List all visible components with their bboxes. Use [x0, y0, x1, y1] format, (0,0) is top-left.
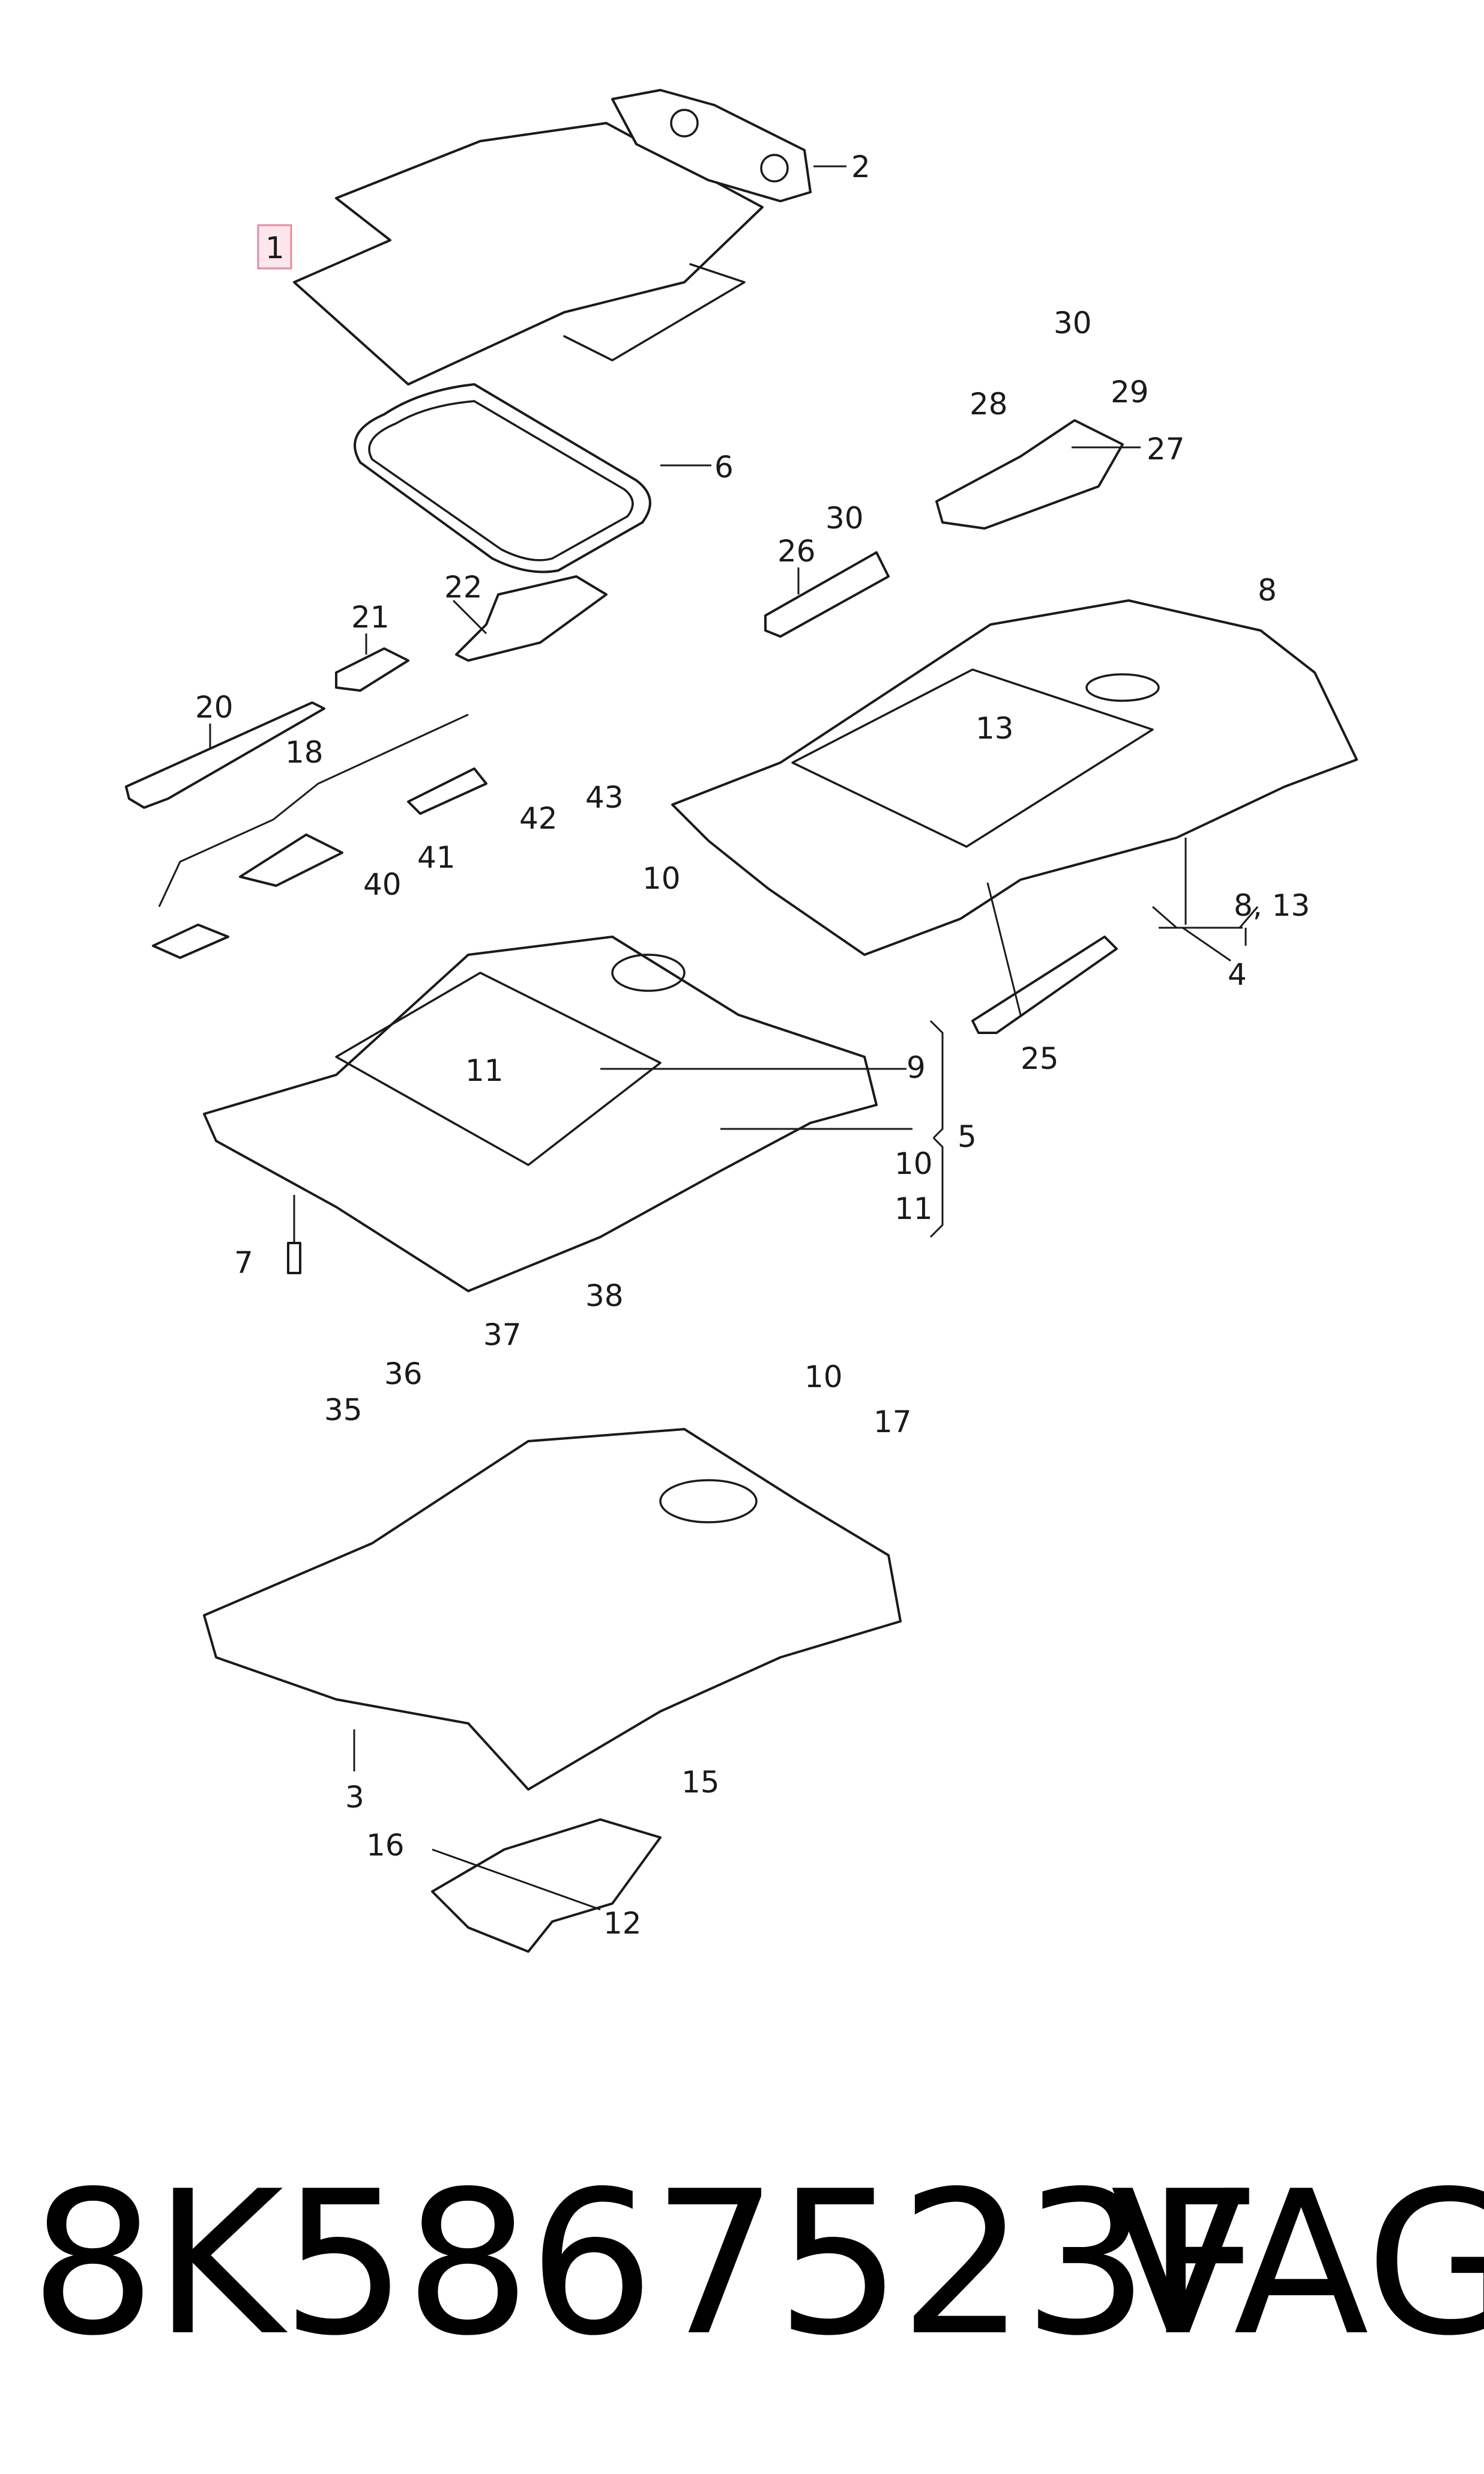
callout-8-13: 8, 13: [1234, 888, 1310, 923]
callout-25: 25: [1021, 1041, 1059, 1076]
callout-27: 27: [1147, 432, 1185, 467]
callout-16: 16: [366, 1828, 405, 1863]
callout-41: 41: [417, 840, 456, 875]
callout-10a: 10: [642, 861, 681, 896]
callout-15: 15: [681, 1765, 720, 1800]
callout-30b: 30: [825, 501, 864, 536]
callout-37: 37: [483, 1317, 522, 1352]
callout-21: 21: [351, 600, 390, 635]
callout-29: 29: [1111, 375, 1149, 410]
part-1-sheet: [293, 122, 764, 386]
part-22-holder: [452, 575, 608, 662]
part-18-clips: [152, 713, 487, 959]
callout-36: 36: [384, 1356, 423, 1391]
callout-13: 13: [976, 711, 1014, 746]
callout-9: 9: [906, 1050, 926, 1085]
callout-10b: 10: [894, 1146, 933, 1181]
part-12-bracket: [431, 1818, 662, 1953]
callout-18: 18: [285, 735, 324, 770]
callout-7: 7: [234, 1245, 253, 1280]
part-25-rail: [971, 882, 1118, 1034]
part-6-seal-frame: [354, 383, 711, 573]
part-number: 8K5867523F: [30, 2149, 1261, 2379]
callout-12: 12: [603, 1906, 642, 1941]
callout-30a: 30: [1054, 306, 1092, 340]
callout-5: 5: [958, 1119, 977, 1154]
part-4-headliner: [671, 599, 1358, 962]
callout-8: 8: [1258, 573, 1277, 608]
callout-1: 1: [265, 231, 285, 265]
callout-3: 3: [345, 1780, 364, 1815]
callout-26: 26: [777, 534, 816, 569]
part-3-headliner: [203, 1428, 902, 1791]
callout-38: 38: [585, 1278, 624, 1313]
callout-43: 43: [585, 780, 624, 815]
callout-40: 40: [363, 867, 402, 902]
footer: 8K5867523F VAG: [0, 2138, 1484, 2390]
part-5-headliner: [203, 936, 944, 1292]
callout-1-highlight: [257, 224, 292, 270]
callout-10c: 10: [804, 1359, 843, 1394]
callout-17: 17: [873, 1405, 912, 1439]
part-20-rail: [125, 701, 325, 809]
callout-42: 42: [519, 801, 558, 836]
part-27-bracket: [935, 419, 1141, 530]
part-7-screw: [287, 1195, 301, 1274]
part-2-bracket: [611, 89, 846, 202]
callout-11b: 11: [894, 1191, 933, 1226]
callout-20: 20: [195, 690, 234, 725]
part-21-pad: [335, 634, 409, 692]
callout-6: 6: [714, 450, 734, 485]
callout-22: 22: [444, 570, 483, 605]
callout-11a: 11: [465, 1053, 504, 1088]
callout-28: 28: [970, 387, 1008, 422]
brand-name: VAG: [1111, 2149, 1484, 2379]
part-26-rail: [764, 551, 890, 638]
callout-2: 2: [851, 150, 870, 184]
callout-35: 35: [324, 1393, 363, 1427]
parts-diagram: 1 2 6 22 21 20 18 30 29 28 27 30 26 8 13…: [125, 89, 1358, 1953]
callout-4: 4: [1228, 957, 1247, 992]
